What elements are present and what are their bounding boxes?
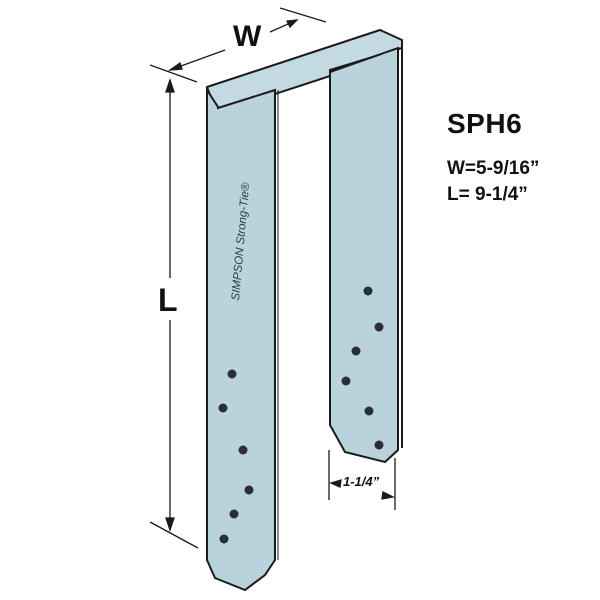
front-leg <box>206 86 276 592</box>
width-spec: W=5-9/16” <box>447 158 540 179</box>
nail-holes-back <box>341 286 384 450</box>
width-marker: W <box>233 20 262 53</box>
nail-holes-front <box>218 369 254 544</box>
length-marker: L <box>158 282 178 318</box>
flange-dimension <box>328 450 396 510</box>
flange-dimension-label: 1-1/4” <box>343 474 380 489</box>
length-spec: L= 9-1/4” <box>447 184 528 205</box>
length-dimension <box>149 77 199 549</box>
width-dimension <box>149 7 327 83</box>
back-leg <box>329 46 399 464</box>
model-number: SPH6 <box>447 108 523 139</box>
